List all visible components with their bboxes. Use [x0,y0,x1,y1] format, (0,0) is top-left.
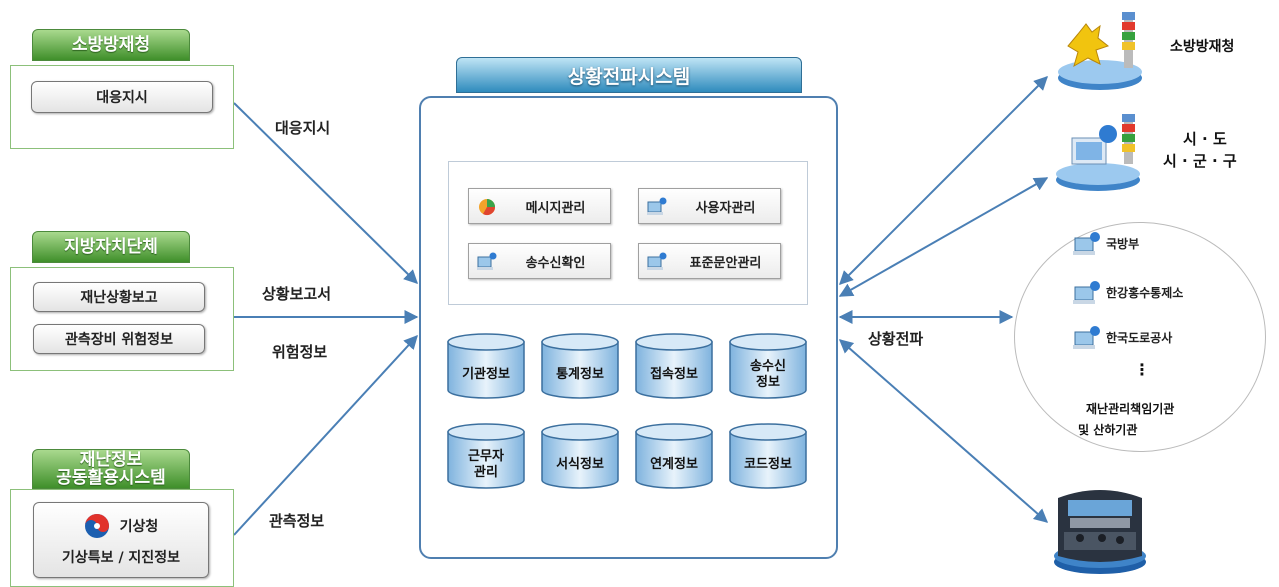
agency-ellipsis: ⋮ [1134,360,1150,379]
agency-label: 국방부 [1106,236,1140,251]
computer-user-icon [647,197,667,215]
database-label: 연계정보 [650,457,698,472]
agency-label: 한강홍수통제소 [1106,285,1184,300]
agency-caption-line1: 재난관리책임기관 [1086,402,1175,416]
disaster-report-item: 재난상황보고 [33,282,205,312]
module-user-mgmt: 사용자관리 [638,188,781,224]
module-send-receive-check: 송수신확인 [468,243,611,279]
situation-room-photo [1054,490,1146,574]
database-cylinder: 연계정보 [634,422,714,490]
arrow-to-situation-room [838,339,1049,523]
database-cylinder: 통계정보 [540,332,620,400]
agency-item: 한국도로공사 [1072,324,1172,350]
database-label: 송수신 정보 [750,359,786,390]
arrow-from-shared-system [233,334,418,536]
module-panel [448,161,808,305]
computer-user-icon [1073,326,1100,349]
database-label: 코드정보 [744,457,792,472]
weather-quake-label: 기상특보 / 지진정보 [62,550,180,566]
module-message-mgmt: 메시지관리 [468,188,611,224]
module-standard-text-mgmt: 표준문안관리 [638,243,781,279]
agency-item: 한강홍수통제소 [1072,279,1183,305]
weather-agency-logo-icon [84,514,109,538]
module-label: 메시지관리 [525,200,586,216]
agency-circle [1014,222,1266,452]
local-gov-header: 지방자치단체 [32,231,190,263]
local-gov-box: 재난상황보고 관측장비 위험정보 [10,267,234,371]
flow-label-situation-report: 상황보고서 [262,285,332,303]
pie-chart-icon [479,199,496,216]
flow-label-broadcast: 상황전파 [868,330,924,348]
kma-item: 기상청 기상특보 / 지진정보 [33,502,209,578]
database-label: 기관정보 [462,367,510,382]
flow-label-response-order: 대응지시 [275,119,331,137]
flow-label-risk-info: 위험정보 [272,343,328,361]
arrow-from-nema [233,102,418,284]
target-city-label: 시 · 군 · 구 [1163,152,1237,170]
database-cylinder: 접속정보 [634,332,714,400]
agency-label: 한국도로공사 [1106,330,1173,345]
kma-label: 기상청 [119,519,159,535]
agency-caption-line2: 및 산하기관 [1078,423,1138,437]
database-cylinder: 서식정보 [540,422,620,490]
database-label: 접속정보 [650,367,698,382]
arrow-to-province [838,177,1049,297]
target-nema-label: 소방방재청 [1170,39,1235,55]
database-cylinder: 코드정보 [728,422,808,490]
response-order-item: 대응지시 [31,81,213,113]
nema-box: 대응지시 [10,65,234,149]
kma-row: 기상청 [84,513,159,539]
module-label: 사용자관리 [695,200,756,216]
database-cylinder: 근무자 관리 [446,422,526,490]
computer-user-icon [1056,114,1140,191]
module-label: 표준문안관리 [689,255,762,271]
nema-header: 소방방재청 [32,29,190,61]
database-label: 근무자 관리 [468,449,504,480]
database-label: 통계정보 [556,367,604,382]
shared-system-box: 기상청 기상특보 / 지진정보 [10,489,234,587]
arrow-to-nema [839,76,1048,285]
computer-user-icon [1073,281,1100,304]
module-label: 송수신확인 [525,255,586,271]
system-title: 상황전파시스템 [456,57,802,93]
target-province-label: 시 · 도 [1183,130,1227,148]
database-cylinder: 송수신 정보 [728,332,808,400]
computer-user-icon [1073,232,1100,255]
computer-user-icon [647,252,667,270]
agency-item: 국방부 [1072,230,1139,256]
equipment-risk-item: 관측장비 위험정보 [33,324,205,354]
database-label: 서식정보 [556,457,604,472]
computer-user-icon [477,252,497,270]
database-cylinder: 기관정보 [446,332,526,400]
shared-system-header: 재난정보 공동활용시스템 [32,449,190,489]
siren-mascot-icon [1058,12,1142,90]
flow-label-observation-info: 관측정보 [269,512,325,530]
